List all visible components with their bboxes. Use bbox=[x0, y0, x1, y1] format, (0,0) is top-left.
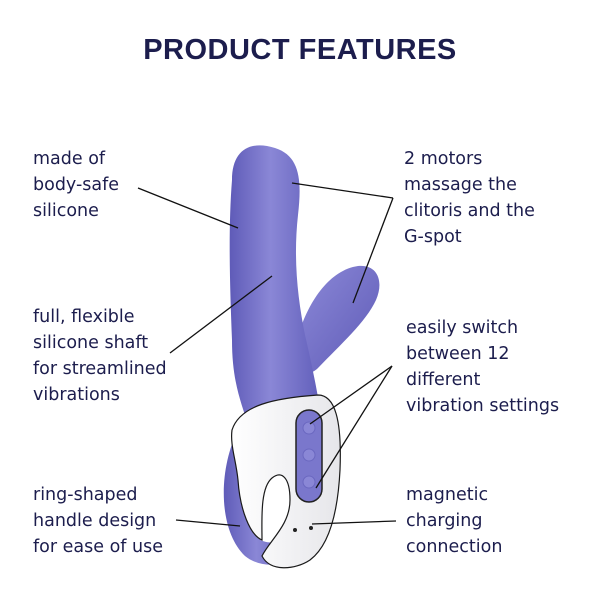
charging-contact-icon bbox=[293, 528, 297, 532]
feature-charging: magnetic charging connection bbox=[406, 485, 503, 557]
button-mode-icon bbox=[302, 448, 316, 462]
charging-contact-icon bbox=[309, 526, 313, 530]
feature-shaft: full, flexible silicone shaft for stream… bbox=[33, 307, 167, 405]
leader-lines bbox=[137, 182, 397, 527]
button-plus-icon bbox=[302, 421, 316, 435]
page-title: PRODUCT FEATURES bbox=[143, 34, 457, 66]
feature-settings: easily switch between 12 different vibra… bbox=[406, 318, 560, 416]
main-shaft bbox=[229, 145, 320, 430]
clitoral-arm bbox=[299, 265, 380, 373]
feature-material: made of body-safe silicone bbox=[33, 149, 120, 221]
feature-handle: ring-shaped handle design for ease of us… bbox=[33, 485, 163, 557]
button-minus-icon bbox=[302, 475, 316, 489]
feature-motors: 2 motors massage the clitoris and the G-… bbox=[404, 149, 535, 247]
